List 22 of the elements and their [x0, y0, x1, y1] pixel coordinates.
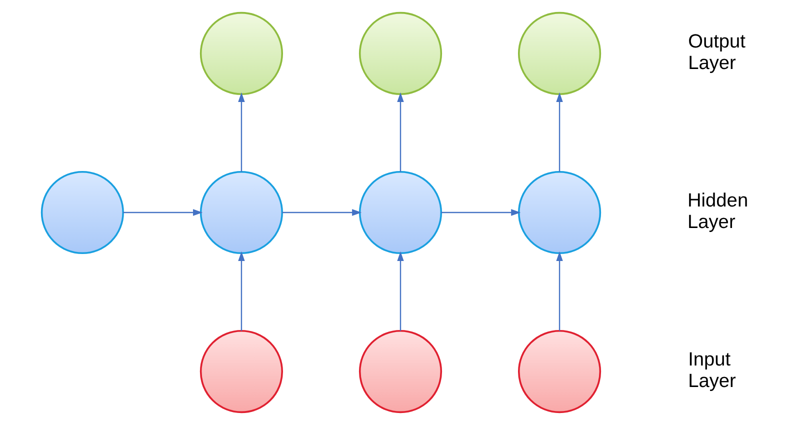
- node-circle: [358, 12, 442, 96]
- label: Hidden Layer: [686, 190, 748, 233]
- label: Input Layer: [688, 349, 736, 392]
- arrow: [556, 251, 562, 331]
- arrow: [396, 251, 404, 331]
- node-circle: [199, 12, 283, 96]
- node-circle: [517, 12, 601, 96]
- arrow: [238, 251, 244, 331]
- arrow: [396, 92, 404, 172]
- arrow: [556, 92, 562, 172]
- label: Output Layer: [688, 31, 745, 74]
- node-circle: [199, 330, 283, 414]
- node-circle: [358, 170, 442, 254]
- node-circle: [517, 170, 601, 254]
- arrow: [238, 92, 244, 172]
- node-circle: [358, 330, 442, 414]
- arrow: [122, 209, 202, 216]
- arrow: [282, 209, 362, 216]
- node-circle: [199, 170, 283, 254]
- node-circle: [40, 170, 124, 254]
- node-circle: [517, 330, 601, 414]
- arrow: [440, 209, 520, 216]
